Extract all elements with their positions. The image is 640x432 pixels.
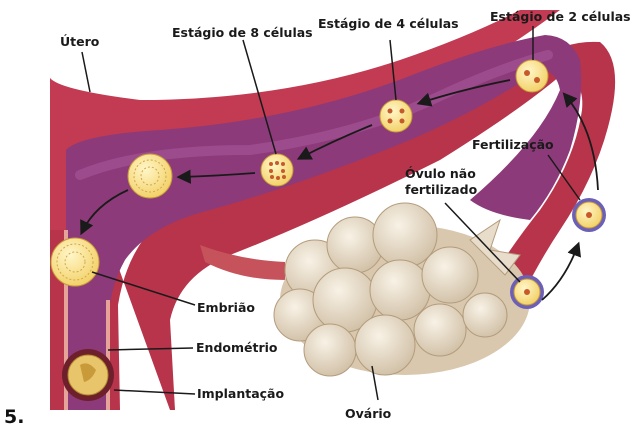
label-fertilizacao: Fertilização — [472, 137, 554, 152]
morula — [128, 154, 172, 198]
label-endometrio: Endométrio — [196, 340, 278, 355]
cell-8-stage — [261, 154, 293, 186]
implanted-blastocyst — [62, 349, 114, 401]
unfertilized-ovum — [510, 275, 544, 309]
ovarian-ligament — [200, 245, 285, 280]
label-estagio-2: Estágio de 2 células — [490, 9, 631, 24]
label-estagio-8: Estágio de 8 células — [172, 25, 313, 40]
label-ovario: Ovário — [345, 406, 392, 421]
label-embriao: Embrião — [197, 300, 255, 315]
cell-2-stage — [516, 60, 548, 92]
label-utero: Útero — [60, 34, 100, 49]
ovary — [274, 203, 530, 376]
label-estagio-4: Estágio de 4 células — [318, 16, 459, 31]
cell-4-stage — [380, 100, 412, 132]
embryo — [51, 238, 99, 286]
fertilized-ovum — [572, 198, 606, 232]
label-ovulo-1: Óvulo não — [405, 166, 476, 181]
label-ovulo-2: fertilizado — [405, 182, 478, 197]
label-implantacao: Implantação — [197, 386, 284, 401]
